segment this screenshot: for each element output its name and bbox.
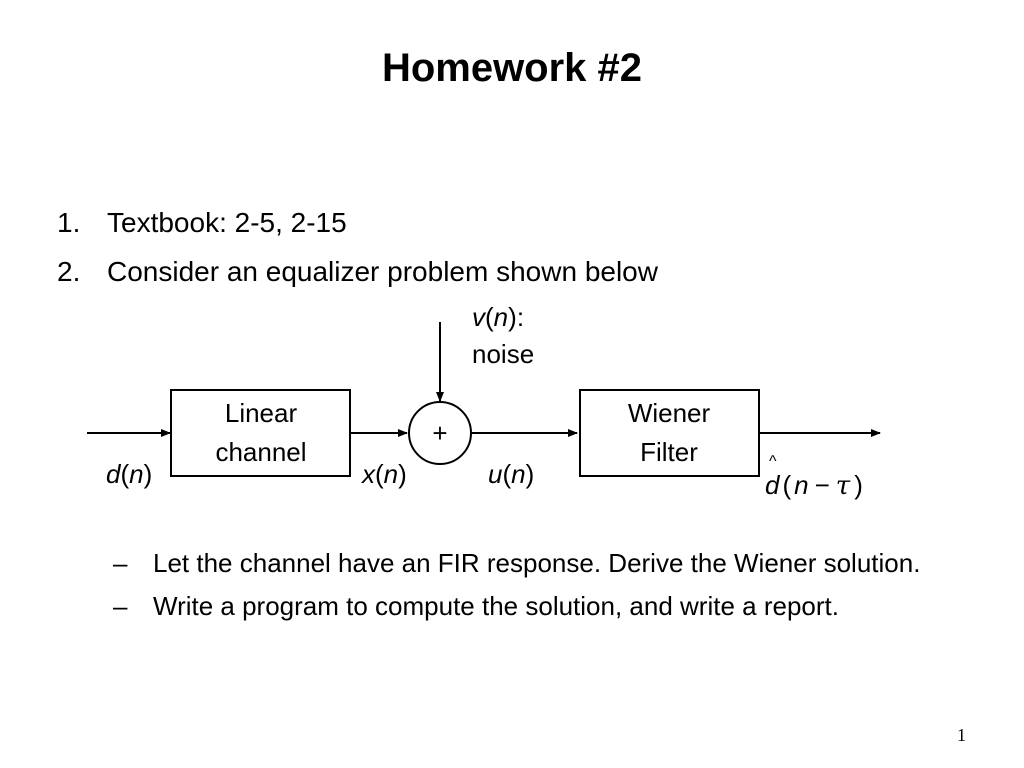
- slide-title: Homework #2: [381, 46, 643, 90]
- noise-word-label: noise: [472, 339, 534, 369]
- sub-bullet-item: – Write a program to compute the solutio…: [113, 587, 993, 625]
- list-item-text: Consider an equalizer problem shown belo…: [107, 256, 658, 287]
- filter-label-line1: Wiener: [628, 398, 711, 428]
- output-estimate-label: d(n−τ): [765, 470, 863, 501]
- sub-bullet-text: Let the channel have an FIR response. De…: [153, 548, 921, 578]
- channel-label-line2: channel: [215, 437, 306, 467]
- filter-input-signal-label: u(n): [488, 459, 534, 489]
- sub-bullet-dash: –: [113, 548, 128, 578]
- linear-channel-block: [170, 389, 351, 477]
- input-signal-label: d(n): [106, 459, 152, 489]
- noise-signal-label: v(n):: [472, 302, 524, 332]
- sub-bullet-text: Write a program to compute the solution,…: [153, 591, 839, 621]
- list-item: 2. Consider an equalizer problem shown b…: [57, 247, 658, 296]
- sub-bullet-item: – Let the channel have an FIR response. …: [113, 544, 993, 582]
- list-item: 1. Textbook: 2-5, 2-15: [57, 198, 658, 247]
- equalizer-block-diagram: Linear channel + Wiener Filter v(n): noi…: [87, 302, 881, 501]
- page-number: 1: [957, 725, 966, 745]
- sub-bullet-list: – Let the channel have an FIR response. …: [113, 544, 993, 630]
- wiener-filter-block: [579, 389, 760, 477]
- list-number: 2.: [57, 256, 81, 287]
- estimate-hat-symbol: ^: [769, 453, 777, 470]
- adder-circle: [408, 401, 472, 465]
- adder-plus-sign: +: [432, 418, 447, 448]
- filter-label-line2: Filter: [640, 437, 698, 467]
- sub-bullet-dash: –: [113, 591, 128, 621]
- channel-output-signal-label: x(n): [360, 459, 407, 489]
- numbered-list: 1. Textbook: 2-5, 2-15 2. Consider an eq…: [57, 198, 658, 296]
- channel-label-line1: Linear: [225, 398, 298, 428]
- list-number: 1.: [57, 207, 81, 238]
- list-item-text: Textbook: 2-5, 2-15: [107, 207, 347, 238]
